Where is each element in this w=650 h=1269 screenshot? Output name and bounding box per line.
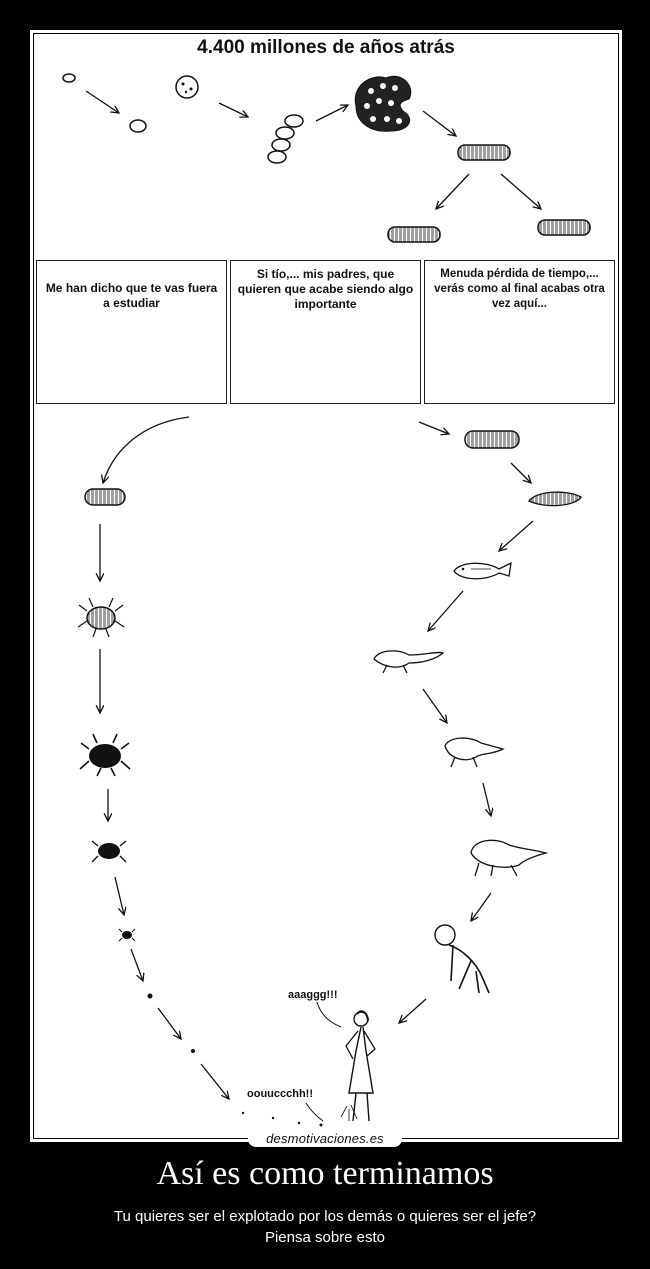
caption-subtitle-line-2: Piensa sobre esto [264, 1229, 386, 1246]
beetle-black-medium [91, 840, 127, 863]
cell-cluster [354, 75, 412, 132]
watermark: desmotivaciones.es [248, 1131, 402, 1147]
worm-evolving [464, 430, 520, 449]
larva [84, 488, 126, 506]
beetle-black-large [79, 733, 131, 777]
worm-right [537, 219, 591, 236]
bug-tiny-1 [147, 993, 153, 999]
bug-large [77, 597, 125, 638]
ape [434, 924, 490, 994]
cell-chain [267, 114, 304, 164]
comic-title: 4.400 millones de años atrás [197, 37, 455, 58]
fish [453, 561, 512, 580]
comic-illustration [62, 73, 611, 1127]
beetle-black-small [118, 928, 136, 942]
dialogue-panel-3: Menuda pérdida de tiempo,... verás como … [424, 260, 615, 404]
cell-small [62, 73, 76, 83]
bug-exclamation: oouuccchh!! [247, 1088, 313, 1100]
poster-frame: 4.400 millones de años atrás Me han dich… [30, 30, 622, 1142]
dialogue-panel-2: Si tío,... mis padres, que quieren que a… [230, 260, 421, 404]
worm-left [387, 226, 441, 243]
human-woman [340, 1010, 376, 1122]
dialogue-panel-1: Me han dicho que te vas fuera a estudiar [36, 260, 227, 404]
flatworm [528, 491, 582, 507]
cell-spotted [175, 75, 199, 99]
amphibian [373, 650, 445, 674]
reptile [444, 737, 505, 768]
caption-subtitle-line-1: Tu quieres ser el explotado por los demá… [113, 1208, 537, 1225]
cell-dividing [129, 119, 147, 133]
caption-title: Así es como terminamos [156, 1155, 494, 1192]
worm-center [457, 144, 511, 161]
panel-3-text: Menuda pérdida de tiempo,... verás como … [434, 268, 605, 310]
panel-1-text: Me han dicho que te vas fuera a estudiar [45, 281, 218, 310]
mammal [470, 839, 549, 877]
panel-2-text: Si tío,... mis padres, que quieren que a… [237, 267, 414, 311]
human-exclamation: aaaggg!!! [288, 989, 338, 1001]
bug-tiny-2 [191, 1049, 195, 1053]
